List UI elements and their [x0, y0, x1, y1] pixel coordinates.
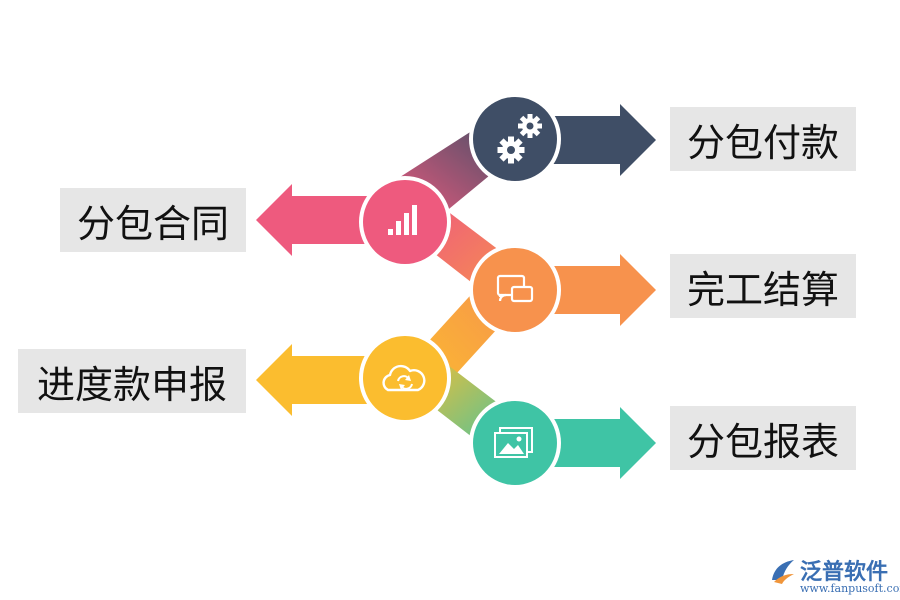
label-progress: 进度款申报 [18, 349, 246, 413]
brand-name: 泛普软件 [800, 560, 889, 585]
screen-cast-icon [496, 274, 534, 303]
label-settlement: 完工结算 [670, 254, 856, 318]
label-payment: 分包付款 [670, 107, 856, 171]
node-progress [359, 332, 451, 424]
cloud-sync-icon [382, 364, 426, 392]
brand-watermark: 泛普软件 www.fanpusoft.com [768, 552, 900, 598]
arrow-settlement [540, 254, 656, 326]
brand-logo-icon [772, 560, 794, 584]
images-icon [494, 427, 533, 458]
node-payment [469, 93, 561, 185]
label-report: 分包报表 [670, 406, 856, 470]
arrow-payment [540, 104, 656, 176]
arrow-progress [256, 344, 380, 416]
arrow-report [540, 407, 656, 479]
arrow-contract [256, 184, 380, 256]
bar-chart-icon [388, 205, 417, 235]
gears-icon [497, 114, 542, 164]
brand-url: www.fanpusoft.com [800, 582, 900, 595]
label-contract: 分包合同 [60, 188, 246, 252]
